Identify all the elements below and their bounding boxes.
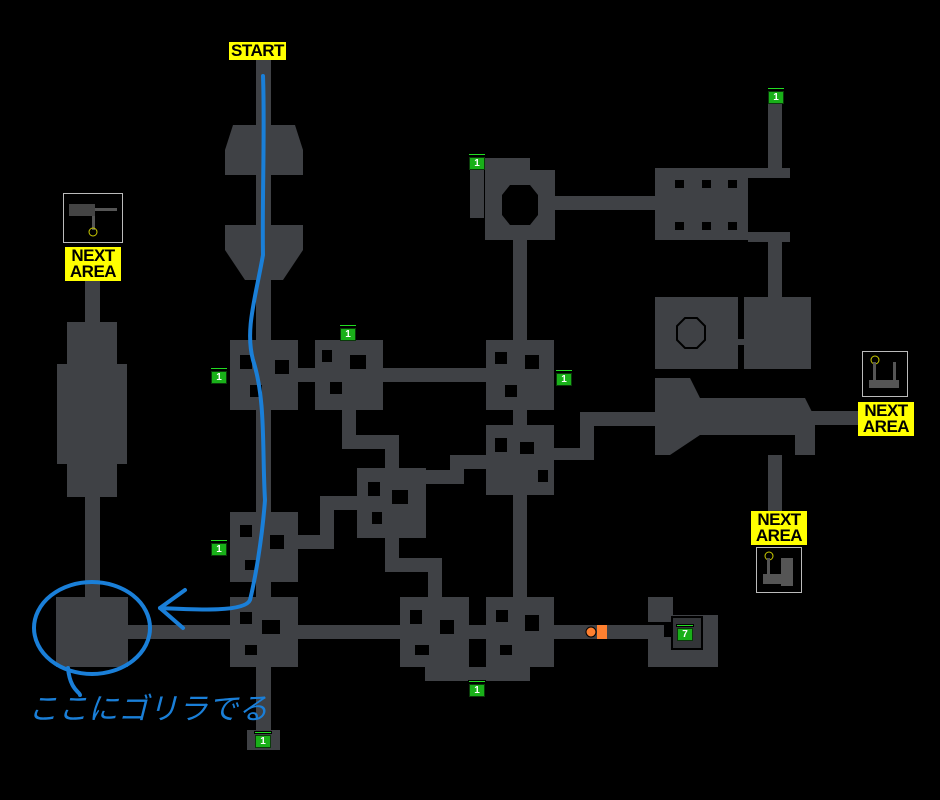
next-area-label-left[interactable]: NEXT AREA	[65, 247, 121, 281]
handwritten-note: ここにゴリラでる	[28, 692, 268, 727]
room-9	[486, 597, 554, 667]
next-area-label-right[interactable]: NEXT AREA	[858, 402, 914, 436]
treasure-chest-icon[interactable]: 1	[767, 87, 785, 104]
next-area-label-bottom[interactable]: NEXT AREA	[751, 511, 807, 545]
treasure-chest-icon[interactable]: 1	[210, 367, 228, 384]
room-1	[230, 340, 298, 410]
floor-tiles	[56, 58, 860, 750]
route-line	[32, 74, 267, 697]
arrow-head-icon	[158, 588, 187, 630]
room-4	[486, 425, 554, 495]
curved-corridor	[655, 378, 815, 455]
start-label: START	[229, 41, 286, 60]
treasure-chest-icon[interactable]: 1	[555, 369, 573, 386]
treasure-chest-icon[interactable]: 1	[254, 731, 272, 748]
room-3	[486, 340, 554, 410]
treasure-chest-icon[interactable]: 1	[339, 324, 357, 341]
route-path	[158, 74, 267, 612]
treasure-chest-icon[interactable]: 1	[210, 539, 228, 556]
next-area-thumbnail-left[interactable]	[63, 193, 123, 243]
capsule-hall	[57, 322, 127, 497]
door-marker-icon	[597, 625, 607, 639]
next-area-thumbnail-right[interactable]	[862, 351, 908, 397]
treasure-chest-icon[interactable]: 1	[468, 153, 486, 170]
north-east-hall	[655, 297, 811, 369]
room-8	[400, 597, 469, 667]
room-5	[357, 468, 426, 538]
next-area-thumbnail-bottom[interactable]	[756, 547, 802, 593]
highlight-circle	[32, 580, 152, 676]
circle-marker-icon	[585, 626, 597, 638]
treasure-chest-icon[interactable]: 1	[468, 680, 486, 697]
wall-holes	[240, 180, 744, 655]
treasure-chest-icon[interactable]: 7	[676, 624, 694, 641]
gorilla-room	[56, 597, 128, 667]
